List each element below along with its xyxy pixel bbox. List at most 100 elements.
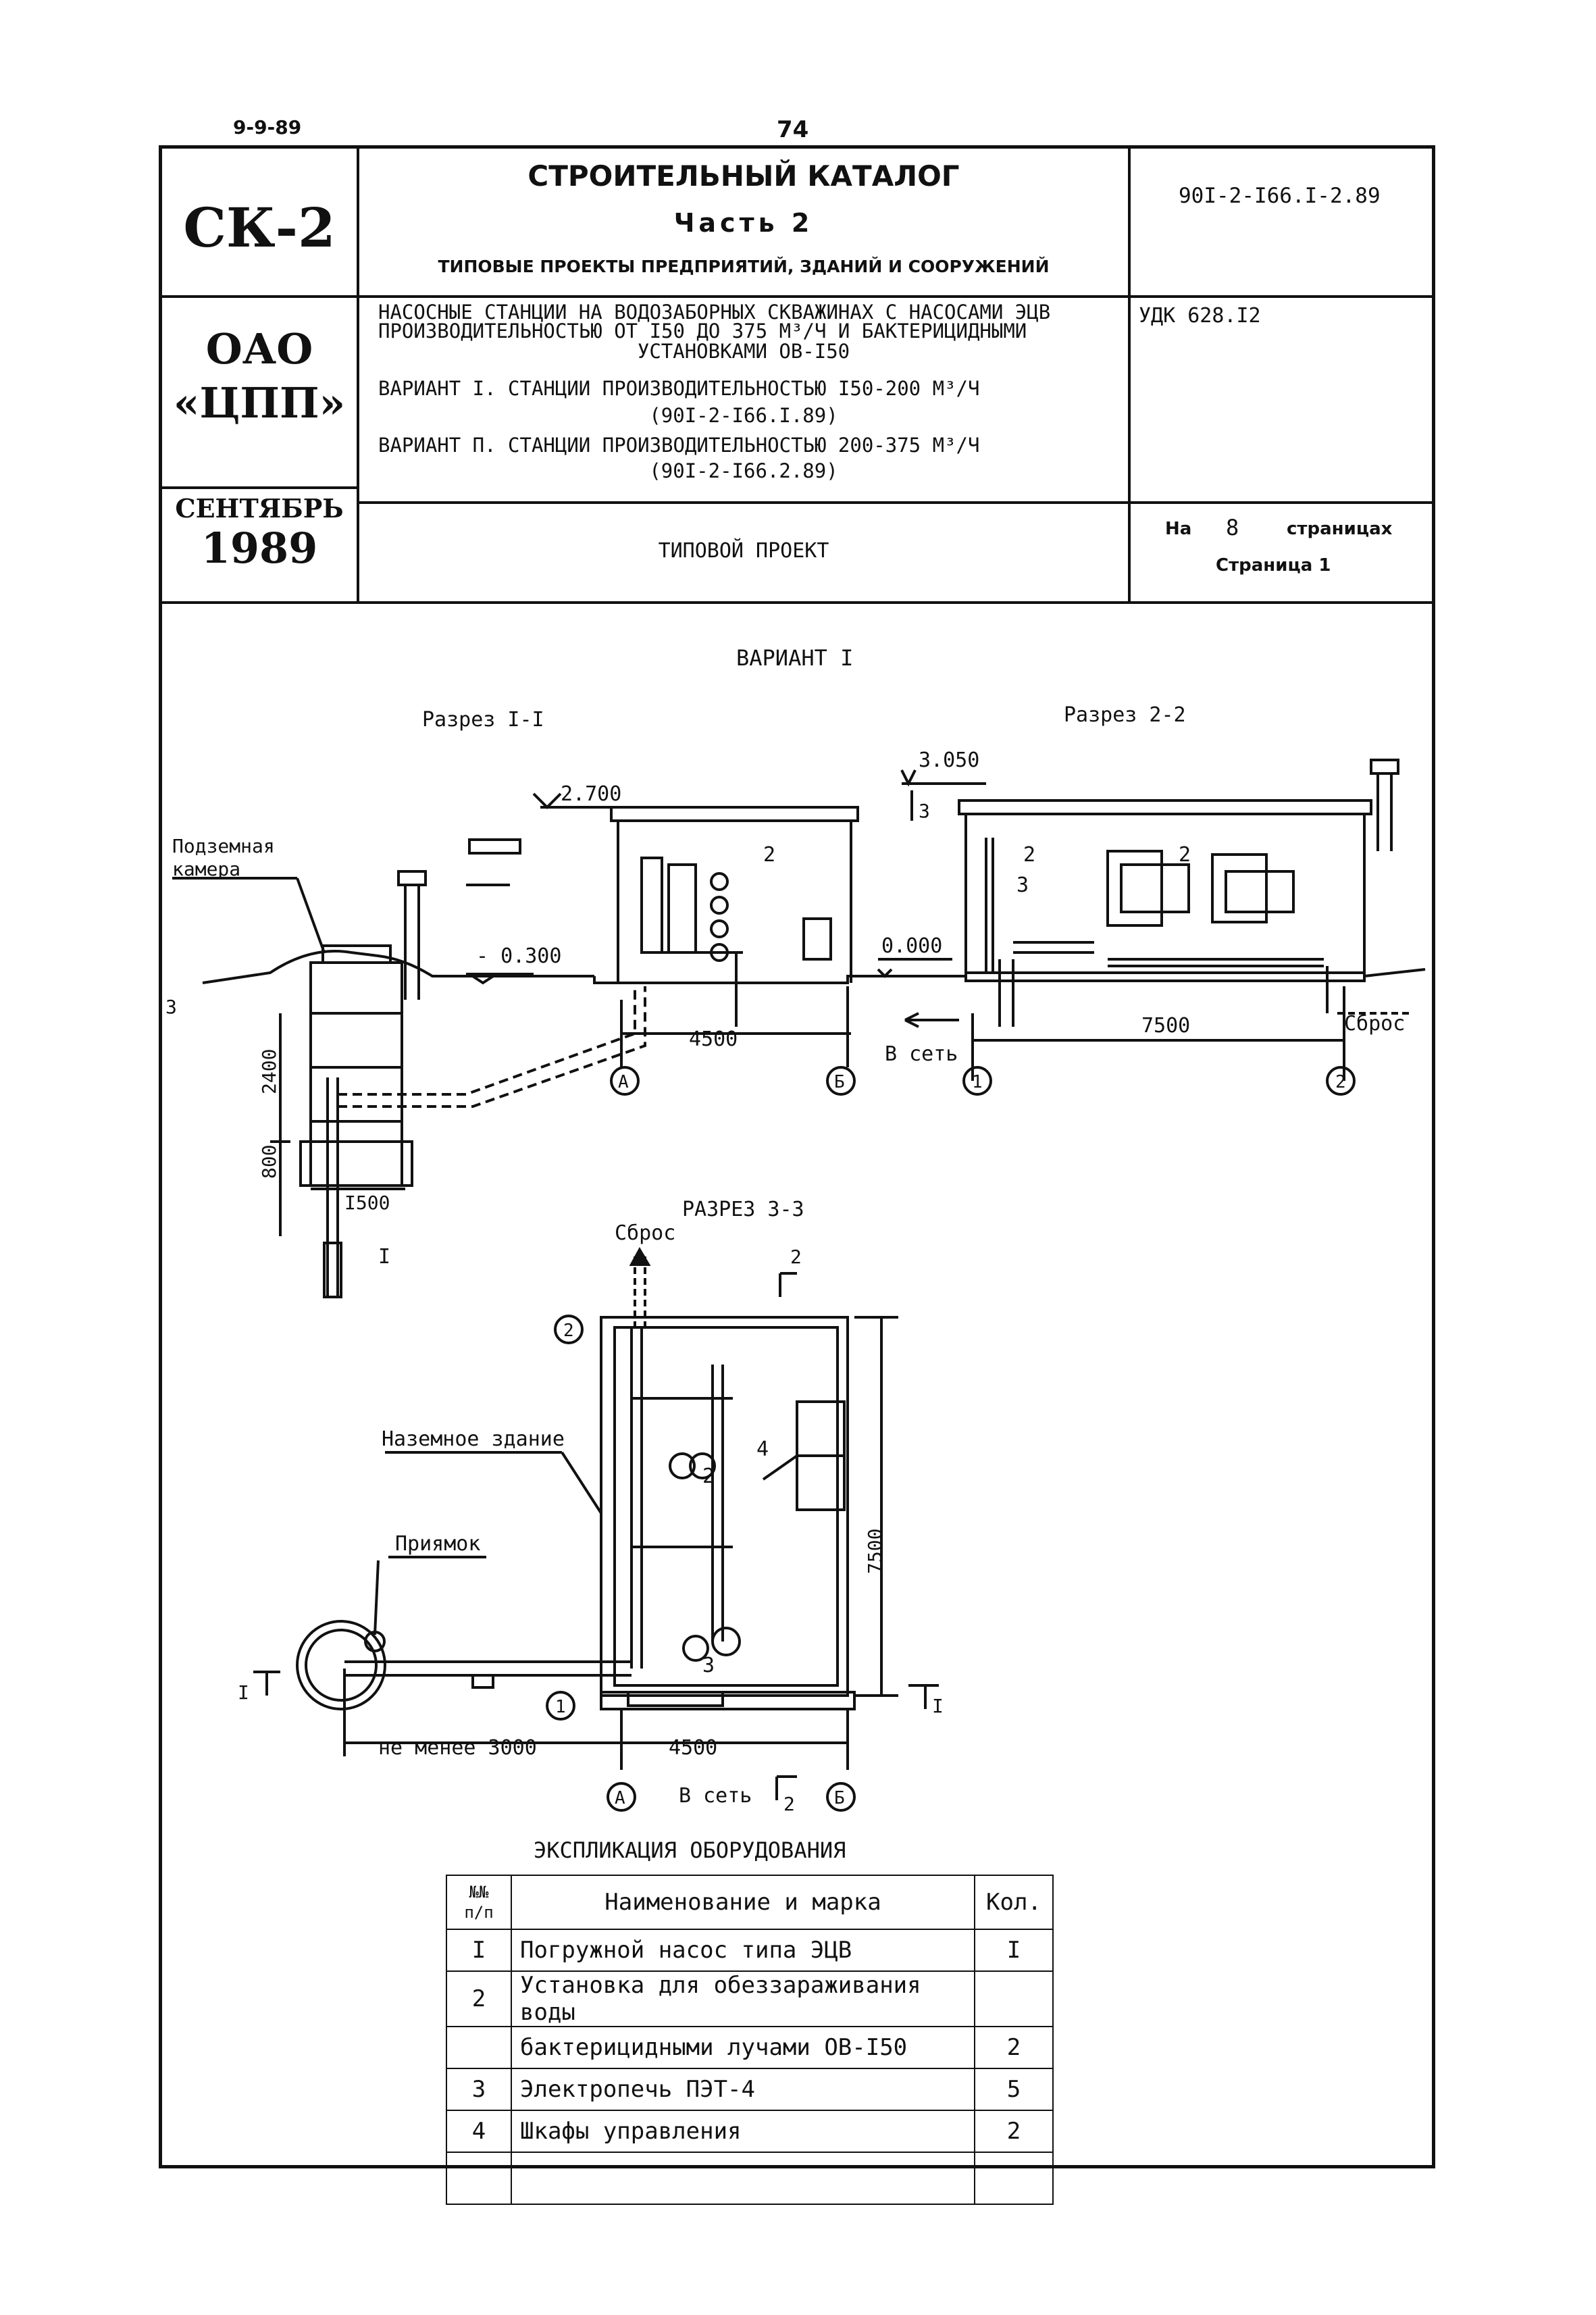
- col-num-header-2: п/п: [464, 1903, 494, 1922]
- dim-1500: I500: [344, 1192, 390, 1214]
- row-qty: 2: [974, 2110, 1054, 2153]
- issue-year: 1989: [201, 524, 318, 573]
- catalog-part: Часть 2: [673, 208, 814, 238]
- section1-title: Разрез I-I: [422, 708, 544, 732]
- table-row: 3 Электропечь ПЭТ-4 5: [446, 2068, 1054, 2111]
- dim-800: 800: [258, 1144, 280, 1179]
- section-mark-2-bottom: 2: [783, 1793, 795, 1815]
- row-name: Электропечь ПЭТ-4: [511, 2068, 975, 2111]
- discharge-label-2: Сброс: [615, 1221, 675, 1245]
- variant-title: ВАРИАНТ I: [736, 645, 853, 671]
- row-qty: [974, 2152, 1054, 2205]
- org-line2: «ЦПП»: [173, 378, 346, 428]
- elevation-2700: 2.700: [561, 782, 621, 806]
- row-num: 2: [446, 1970, 512, 2027]
- axis-a-section1: А: [618, 1072, 629, 1092]
- table-header-row: №№ п/п Наименование и марка Кол.: [446, 1875, 1054, 1930]
- ground-line-1: [202, 950, 594, 984]
- header-row2-line: [357, 501, 1432, 504]
- dim-2400: 2400: [258, 1049, 280, 1094]
- underground-chamber-outline: [309, 961, 403, 1187]
- desc-line3: УСТАНОВКАМИ ОВ-I50: [637, 340, 850, 363]
- row-name: Шкафы управления: [511, 2110, 975, 2153]
- row-num: 4: [446, 2110, 512, 2153]
- mark-1-pump: I: [378, 1245, 390, 1269]
- section3-title: РАЗРЕЗ 3-3: [682, 1198, 804, 1221]
- axis-2-section2: 2: [1335, 1072, 1346, 1092]
- pages-suffix: страницах: [1287, 519, 1393, 539]
- header-left-row2-line: [159, 486, 358, 489]
- mark-3-plan: 3: [702, 1654, 715, 1677]
- to-network-label-1: В сеть: [885, 1042, 958, 1066]
- equipment-table: №№ п/п Наименование и марка Кол. I Погру…: [446, 1875, 1054, 2205]
- row-name: [511, 2152, 975, 2205]
- row-num: I: [446, 1929, 512, 1972]
- dim-7500-plan: 7500: [864, 1529, 886, 1574]
- issue-month: СЕНТЯБРЬ: [175, 493, 344, 524]
- variant2-line2: (90I-2-I66.2.89): [649, 459, 838, 482]
- header-row1-line: [159, 295, 1432, 298]
- axis-1-section2: 1: [972, 1072, 983, 1092]
- row-num: 3: [446, 2068, 512, 2111]
- mark-3-section2: 3: [1016, 873, 1029, 897]
- pages-prefix: На: [1165, 519, 1192, 539]
- sk-code: СК-2: [183, 196, 336, 259]
- ground-building-label: Наземное здание: [382, 1427, 565, 1451]
- elevation-0000: 0.000: [881, 934, 942, 958]
- header-bottom-line: [159, 601, 1435, 604]
- mark-2-section2a: 2: [1023, 843, 1035, 867]
- col-num-header-1: №№: [469, 1883, 489, 1902]
- axis-b-plan: Б: [834, 1788, 845, 1808]
- underground-chamber-label-1: Подземная: [172, 835, 275, 857]
- row-num: [446, 2152, 512, 2205]
- axis-a-plan: А: [615, 1788, 625, 1808]
- col-num-header: №№ п/п: [446, 1875, 512, 1930]
- section-mark-2-top: 2: [790, 1246, 802, 1268]
- section-mark-3-left: 3: [165, 996, 177, 1018]
- row-name: Установка для обеззараживания воды: [511, 1970, 975, 2027]
- table-row: бактерицидными лучами ОВ-I50 2: [446, 2026, 1054, 2069]
- page-label: Страница 1: [1216, 555, 1331, 576]
- mark-2-plan: 2: [702, 1465, 715, 1488]
- underground-chamber-label-2: камера: [172, 858, 240, 880]
- section-mark-i-left: I: [238, 1681, 249, 1704]
- udk-code: УДК 628.I2: [1139, 304, 1261, 328]
- axis-2-plan: 2: [563, 1321, 574, 1341]
- variant2-line1: ВАРИАНТ П. СТАНЦИИ ПРОИЗВОДИТЕЛЬНОСТЬЮ 2…: [378, 434, 980, 457]
- pages-count: 8: [1226, 515, 1239, 540]
- mark-2-section1: 2: [763, 843, 775, 867]
- row-name: Погружной насос типа ЭЦВ: [511, 1929, 975, 1972]
- catalog-part-subtitle: ТИПОВЫЕ ПРОЕКТЫ ПРЕДПРИЯТИЙ, ЗДАНИЙ И СО…: [438, 257, 1050, 276]
- row-qty: 5: [974, 2068, 1054, 2111]
- doc-code: 90I-2-I66.I-2.89: [1179, 184, 1381, 208]
- mark-2-section2b: 2: [1179, 843, 1191, 867]
- row-qty: I: [974, 1929, 1054, 1972]
- dim-7500-section2: 7500: [1141, 1014, 1190, 1038]
- page-number: 74: [777, 116, 809, 143]
- discharge-label-1: Сброс: [1344, 1012, 1405, 1036]
- axis-1-plan: 1: [555, 1697, 566, 1717]
- to-network-label-2: В сеть: [679, 1784, 752, 1808]
- row-qty: 2: [974, 2026, 1054, 2069]
- dim-min-3000: не менее 3000: [378, 1736, 537, 1760]
- table-row: [446, 2152, 1054, 2205]
- col-name-header: Наименование и марка: [511, 1875, 975, 1930]
- elevation-3050: 3.050: [919, 748, 979, 772]
- org-line1: ОАО: [205, 324, 313, 374]
- section-mark-3: 3: [919, 800, 930, 822]
- table-row: 2 Установка для обеззараживания воды: [446, 1970, 1054, 2027]
- elevation-minus-0300: - 0.300: [476, 944, 561, 968]
- desc-line1: НАСОСНЫЕ СТАНЦИИ НА ВОДОЗАБОРНЫХ СКВАЖИН…: [378, 301, 1051, 324]
- desc-line2: ПРОИЗВОДИТЕЛЬНОСТЬЮ ОТ I50 ДО 375 М³/Ч И…: [378, 320, 1027, 342]
- col-qty-header: Кол.: [974, 1875, 1054, 1930]
- row-name: бактерицидными лучами ОВ-I50: [511, 2026, 975, 2069]
- row-num: [446, 2026, 512, 2069]
- variant1-line2: (90I-2-I66.I.89): [649, 404, 838, 427]
- table-row: I Погружной насос типа ЭЦВ I: [446, 1929, 1054, 1972]
- header-col1-line: [357, 145, 359, 603]
- section-mark-i-right: I: [932, 1695, 944, 1717]
- pit-label: Приямок: [395, 1532, 480, 1556]
- header-col3-line: [1128, 145, 1131, 603]
- variant1-line1: ВАРИАНТ I. СТАНЦИИ ПРОИЗВОДИТЕЛЬНОСТЬЮ I…: [378, 377, 980, 400]
